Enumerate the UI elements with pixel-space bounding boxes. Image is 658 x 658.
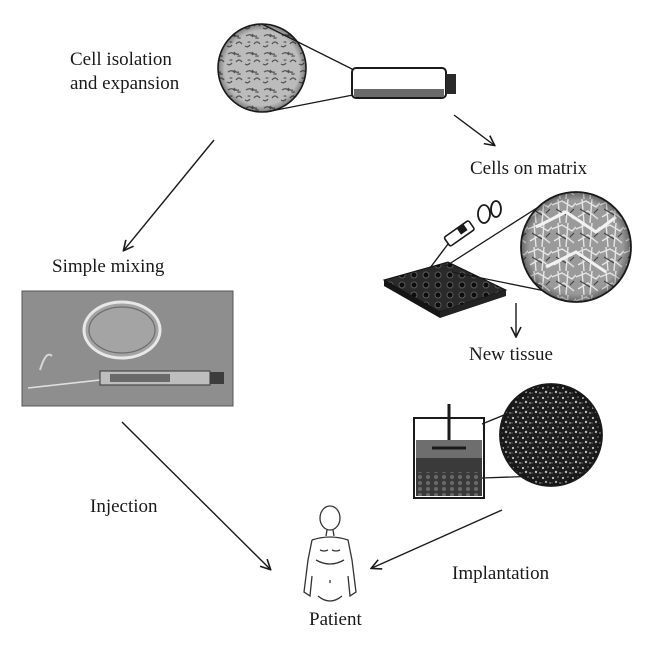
label-simple-mixing: Simple mixing <box>52 256 165 277</box>
label-implantation: Implantation <box>452 563 550 584</box>
label-patient: Patient <box>309 609 362 630</box>
arrow-injection <box>121 421 270 569</box>
tissue-micrograph-icon <box>499 383 603 487</box>
arrow-implantation <box>372 509 503 568</box>
arrow-to-simple-mixing <box>124 139 215 250</box>
syringe-icon <box>429 200 502 269</box>
culture-flask-icon <box>351 67 456 99</box>
petri-dish-syringe-photo <box>21 290 234 407</box>
label-cells-on-matrix: Cells on matrix <box>470 158 588 179</box>
label-cell-isolation: Cell isolation and expansion <box>70 48 179 96</box>
cell-culture-micrograph-icon <box>217 23 307 113</box>
label-injection: Injection <box>90 496 158 517</box>
matrix-micrograph-icon <box>520 191 632 303</box>
arrow-to-cells-on-matrix <box>453 114 494 145</box>
porous-scaffold-icon <box>382 261 508 318</box>
bioreactor-icon <box>413 404 485 499</box>
label-new-tissue: New tissue <box>469 344 553 365</box>
label-cell-isolation-line2: and expansion <box>70 73 180 94</box>
label-cell-isolation-line1: Cell isolation <box>70 49 172 70</box>
human-figure-icon <box>303 505 357 602</box>
